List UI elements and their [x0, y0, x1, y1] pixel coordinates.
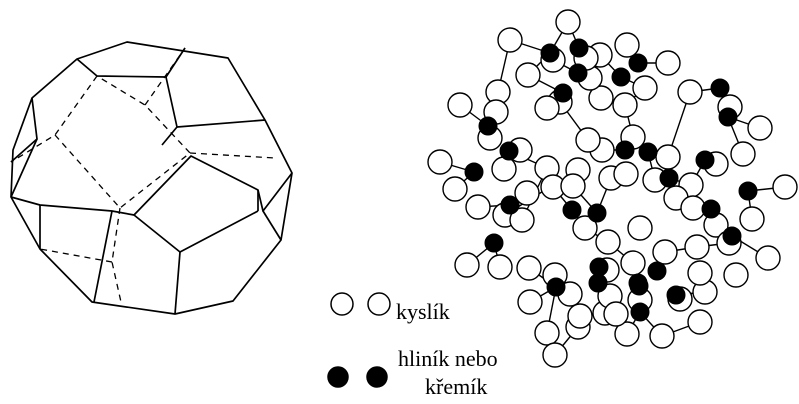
- metal-atom: [695, 150, 715, 170]
- oxygen-atom: [649, 323, 675, 349]
- metal-atom: [588, 273, 608, 293]
- oxygen-atom: [614, 32, 640, 58]
- oxygen-atom: [687, 309, 713, 335]
- metal-atom: [500, 195, 520, 215]
- oxygen-atom: [612, 92, 638, 118]
- oxygen-atom: [613, 161, 639, 187]
- metal-atom: [722, 226, 742, 246]
- oxygen-atom: [655, 144, 681, 170]
- oxygen-atom: [497, 27, 523, 53]
- oxygen-atom: [652, 239, 678, 265]
- oxygen-atom: [755, 245, 781, 271]
- metal-atom: [478, 116, 498, 136]
- legend-metal-label-line1: hliník nebo: [398, 346, 498, 371]
- metal-atom: [589, 257, 609, 277]
- oxygen-atom: [588, 85, 614, 111]
- oxygen-atom: [427, 149, 453, 175]
- metal-atom: [666, 285, 686, 305]
- metal-atom: [628, 53, 648, 73]
- metal-atom: [710, 78, 730, 98]
- oxygen-atom: [442, 176, 468, 202]
- oxygen-atom: [509, 207, 535, 233]
- metal-atom: [569, 38, 589, 58]
- oxygen-atom: [655, 50, 681, 76]
- legend-oxygen-label: kyslík: [396, 299, 450, 324]
- oxygen-atom: [542, 342, 568, 368]
- oxygen-atom: [487, 254, 513, 280]
- legend-metal-label-line2: křemík: [425, 374, 488, 399]
- oxygen-atom: [632, 75, 658, 101]
- oxygen-atom: [603, 301, 629, 327]
- oxygen-atom: [555, 9, 581, 35]
- metal-atom: [630, 302, 650, 322]
- metal-atom: [540, 43, 560, 63]
- metal-atom: [615, 140, 635, 160]
- oxygen-atom: [614, 321, 640, 347]
- metal-atom: [484, 233, 504, 253]
- metal-atom: [568, 63, 588, 83]
- metal-atom: [546, 277, 566, 297]
- metal-atom: [587, 203, 607, 223]
- metal-atom: [628, 273, 648, 293]
- oxygen-atom: [739, 206, 765, 232]
- oxygen-atom: [747, 115, 773, 141]
- oxygen-atom: [680, 195, 706, 221]
- legend-oxygen-symbol-2: [367, 292, 391, 316]
- oxygen-atom: [515, 62, 541, 88]
- oxygen-atom: [620, 250, 646, 276]
- oxygen-atom: [572, 215, 598, 241]
- oxygen-atom: [534, 320, 560, 346]
- metal-atom: [611, 67, 631, 87]
- legend-metal-symbol-1: [327, 366, 349, 388]
- metal-atom: [499, 141, 519, 161]
- metal-atom: [659, 168, 679, 188]
- metal-atom: [553, 83, 573, 103]
- oxygen-atom: [723, 262, 749, 288]
- metal-atom: [464, 162, 484, 182]
- oxygen-atom: [677, 79, 703, 105]
- truncated-octahedron: [10, 41, 293, 315]
- oxygen-atom: [684, 234, 710, 260]
- oxygen-atom: [567, 303, 593, 329]
- oxygen-atom: [514, 180, 540, 206]
- legend-metal-symbol-2: [366, 366, 388, 388]
- legend-oxygen-symbol-1: [330, 292, 354, 316]
- metal-atom: [647, 261, 667, 281]
- oxygen-atom: [447, 92, 473, 118]
- oxygen-atom: [516, 255, 542, 281]
- metal-atom: [718, 107, 738, 127]
- oxygen-atom: [560, 173, 586, 199]
- oxygen-atom: [465, 194, 491, 220]
- atoms: [427, 9, 798, 368]
- oxygen-atom: [517, 289, 543, 315]
- metal-atom: [562, 200, 582, 220]
- oxygen-atom: [595, 229, 621, 255]
- metal-atom: [638, 142, 658, 162]
- oxygen-atom: [772, 174, 798, 200]
- oxygen-atom: [454, 252, 480, 278]
- legend-symbols: [327, 292, 391, 388]
- oxygen-atom: [627, 215, 653, 241]
- metal-atom: [738, 181, 758, 201]
- oxygen-atom: [687, 260, 713, 286]
- oxygen-atom: [534, 95, 560, 121]
- oxygen-atom: [730, 141, 756, 167]
- oxygen-atom: [491, 156, 517, 182]
- oxygen-atom: [575, 127, 601, 153]
- metal-atom: [701, 199, 721, 219]
